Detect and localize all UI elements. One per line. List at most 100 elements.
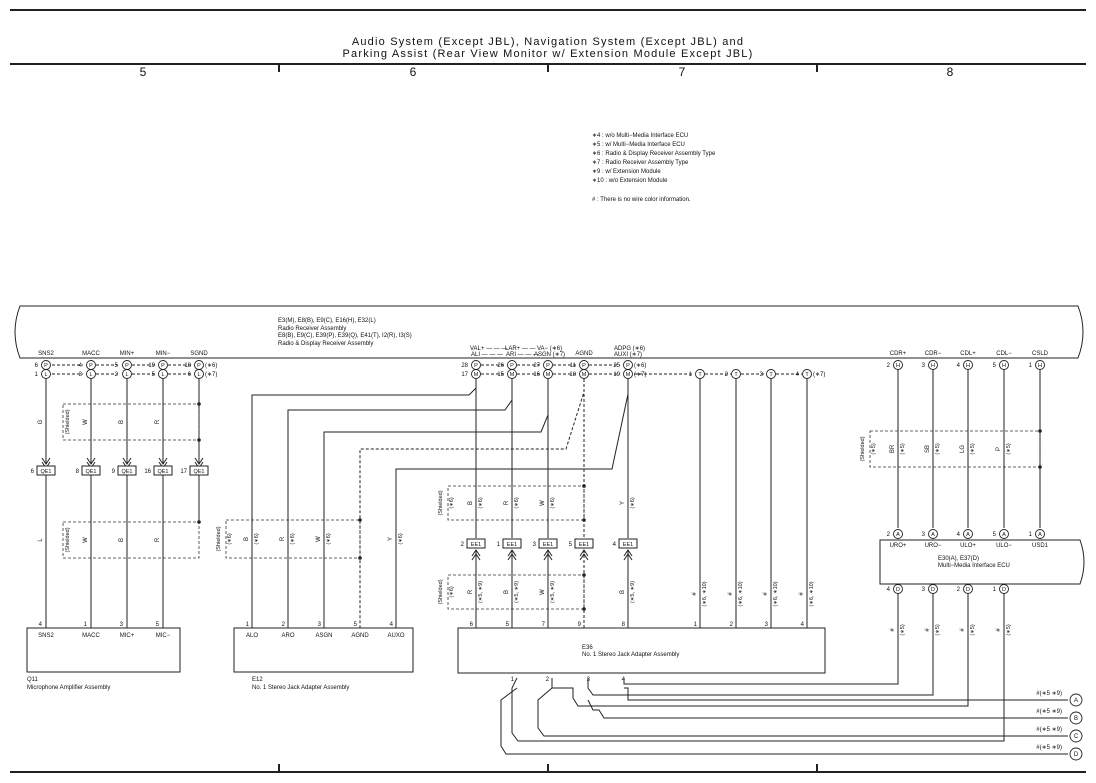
svg-text:B: B: [620, 590, 626, 594]
svg-text:P: P: [161, 363, 165, 369]
zone-6: 6: [410, 65, 417, 79]
svg-text:QE1: QE1: [85, 469, 96, 475]
svg-text:3: 3: [318, 622, 322, 628]
svg-text:3: 3: [120, 622, 124, 628]
svg-text:(∗5): (∗5): [900, 624, 906, 635]
svg-text:L: L: [161, 372, 164, 378]
svg-text:(∗6): (∗6): [478, 497, 484, 508]
mmi-wiring: (Shielded) (∗5) BR (∗5) SB (∗5) LG (∗5) …: [860, 370, 1045, 539]
svg-text:No. 1 Stereo Jack Adapter Asse: No. 1 Stereo Jack Adapter Assembly: [252, 685, 349, 691]
svg-text:1: 1: [1029, 532, 1033, 538]
offpage-connectors: #(∗5 ∗9) A #(∗5 ∗9) B #(∗5 ∗9) C #(∗5 ∗9…: [1036, 691, 1083, 761]
svg-text:H: H: [931, 363, 935, 369]
svg-text:2: 2: [546, 677, 550, 683]
svg-text:QE1: QE1: [193, 469, 204, 475]
svg-text:AGND: AGND: [351, 633, 369, 639]
svg-text:D: D: [1002, 587, 1006, 593]
svg-text:19: 19: [148, 363, 155, 369]
svg-text:L: L: [38, 538, 44, 542]
svg-text:SNS2: SNS2: [38, 351, 54, 357]
svg-text:(∗6): (∗6): [290, 533, 296, 544]
svg-text:E3(M), E8(B), E9(C), E16(H), E: E3(M), E8(B), E9(C), E16(H), E32(L): [278, 318, 376, 324]
svg-text:P: P: [197, 363, 201, 369]
svg-text:Multi−Media Interface ECU: Multi−Media Interface ECU: [938, 563, 1010, 569]
svg-text:R: R: [155, 419, 161, 424]
svg-text:R: R: [155, 537, 161, 542]
svg-text:W: W: [83, 419, 89, 425]
svg-text:D: D: [966, 587, 970, 593]
svg-text:#: #: [799, 592, 805, 596]
zone-5: 5: [140, 65, 147, 79]
svg-text:#: #: [692, 592, 698, 596]
svg-text:R: R: [280, 536, 286, 541]
svg-text:CDL+: CDL+: [960, 351, 976, 357]
receiver-pins-row1: P 6 P 4 P 5 P 19 P 18 (∗6) P 28 P 26 P 2…: [35, 360, 1045, 370]
svg-text:B: B: [244, 537, 250, 541]
svg-text:3: 3: [533, 542, 537, 548]
svg-text:1: 1: [694, 622, 698, 628]
svg-text:W: W: [316, 536, 322, 542]
svg-text:4: 4: [79, 363, 83, 369]
zone-7: 7: [679, 65, 686, 79]
svg-text:Y: Y: [388, 537, 394, 541]
svg-text:Q11: Q11: [27, 677, 39, 683]
svg-text:3: 3: [922, 587, 926, 593]
svg-text:H: H: [966, 363, 970, 369]
svg-text:T: T: [805, 372, 809, 378]
svg-text:C: C: [1074, 734, 1079, 740]
svg-text:3: 3: [922, 532, 926, 538]
svg-text:P: P: [474, 363, 478, 369]
svg-text:17: 17: [180, 469, 187, 475]
svg-text:D: D: [931, 587, 935, 593]
svg-text:B: B: [504, 590, 510, 594]
svg-text:∗7 : Radio Receiver Assembly T: ∗7 : Radio Receiver Assembly Type: [592, 160, 689, 166]
svg-text:M: M: [546, 372, 551, 378]
svg-text:∗6 : Radio & Display Receiver: ∗6 : Radio & Display Receiver Assembly T…: [592, 151, 716, 157]
svg-text:H: H: [1002, 363, 1006, 369]
svg-text:16: 16: [144, 469, 151, 475]
svg-text:T: T: [769, 372, 773, 378]
svg-text:Microphone Amplifier Assembly: Microphone Amplifier Assembly: [27, 685, 110, 691]
svg-text:∗4 : w/o Multi−Media Interface: ∗4 : w/o Multi−Media Interface ECU: [592, 133, 688, 139]
e12-wiring: (Shielded) (∗6) B (∗6) R (∗6) W (∗6) Y (…: [216, 379, 629, 628]
svg-text:3: 3: [922, 363, 926, 369]
svg-text:MIC+: MIC+: [120, 633, 135, 639]
svg-text:AGND: AGND: [575, 351, 593, 357]
svg-text:P: P: [510, 363, 514, 369]
svg-text:#(∗5 ∗9): #(∗5 ∗9): [1036, 727, 1062, 733]
svg-text:(∗6): (∗6): [630, 497, 636, 508]
svg-text:4: 4: [390, 622, 394, 628]
svg-text:Y: Y: [620, 501, 626, 505]
receiver-pin-names: SNS2 MACC MIN+ MIN− SGND VAL+ — — — ALI …: [38, 346, 1049, 358]
svg-text:4: 4: [801, 622, 805, 628]
svg-text:E36: E36: [582, 645, 593, 651]
svg-text:AUXI (∗7): AUXI (∗7): [614, 352, 642, 358]
svg-text:MIN−: MIN−: [156, 351, 171, 357]
svg-text:ALO: ALO: [246, 633, 258, 639]
svg-text:L: L: [125, 372, 128, 378]
svg-text:A: A: [966, 532, 970, 538]
svg-text:SB: SB: [925, 445, 931, 453]
svg-text:1: 1: [246, 622, 250, 628]
svg-text:P: P: [546, 363, 550, 369]
svg-text:AUXO: AUXO: [387, 633, 404, 639]
svg-text:P: P: [626, 363, 630, 369]
svg-text:CDL−: CDL−: [996, 351, 1012, 357]
svg-text:SGND: SGND: [190, 351, 208, 357]
svg-text:3: 3: [765, 622, 769, 628]
svg-text:#: #: [728, 592, 734, 596]
svg-text:1: 1: [35, 372, 39, 378]
svg-text:15: 15: [497, 372, 504, 378]
svg-text:(∗5, ∗9): (∗5, ∗9): [478, 581, 484, 603]
svg-text:9: 9: [112, 469, 116, 475]
svg-text:(∗5): (∗5): [970, 443, 976, 454]
svg-text:CDR+: CDR+: [890, 351, 907, 357]
svg-text:6: 6: [470, 622, 474, 628]
svg-text:(Shielded): (Shielded): [438, 579, 444, 604]
svg-text:M: M: [510, 372, 515, 378]
title-line1: Audio System (Except JBL), Navigation Sy…: [352, 36, 744, 48]
svg-text:R: R: [468, 589, 474, 594]
svg-text:EE1: EE1: [543, 542, 553, 548]
svg-text:SNS2: SNS2: [38, 633, 54, 639]
svg-text:#(∗5 ∗9): #(∗5 ∗9): [1036, 691, 1062, 697]
